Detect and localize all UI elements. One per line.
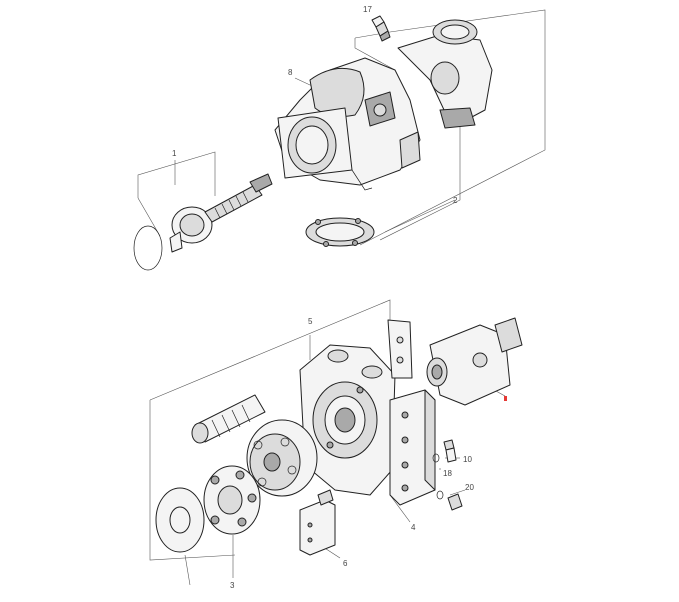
callout-17: 17 bbox=[363, 5, 372, 14]
thrust-plate bbox=[155, 487, 205, 553]
callout-10: 10 bbox=[463, 455, 472, 464]
red-marker bbox=[504, 396, 507, 401]
part-4-control-block bbox=[389, 389, 436, 506]
callout-2: 2 bbox=[453, 196, 458, 205]
part-2-swivel-yoke bbox=[305, 19, 493, 247]
callout-1: 1 bbox=[172, 149, 177, 158]
callout-6: 6 bbox=[343, 559, 348, 568]
callout-4: 4 bbox=[411, 523, 416, 532]
part-3-piston-plate bbox=[203, 465, 261, 535]
callout-3: 3 bbox=[230, 581, 235, 590]
callout-20: 20 bbox=[465, 483, 474, 492]
aux-pump bbox=[426, 317, 523, 406]
part-17-grease-nipple bbox=[371, 15, 391, 42]
upper-leader-frame bbox=[137, 9, 546, 246]
part-5-main-housing bbox=[299, 319, 413, 496]
part-1-drive-shaft bbox=[133, 173, 273, 271]
cylinder-block bbox=[246, 419, 318, 497]
part-6-solenoid bbox=[299, 489, 336, 556]
spring-assembly bbox=[191, 394, 266, 444]
callout-5: 5 bbox=[308, 317, 313, 326]
callout-18: 18 bbox=[443, 469, 452, 478]
callout-8: 8 bbox=[288, 68, 293, 77]
part-8-pump-housing bbox=[274, 57, 421, 191]
fasteners-10-18-20 bbox=[432, 439, 463, 511]
